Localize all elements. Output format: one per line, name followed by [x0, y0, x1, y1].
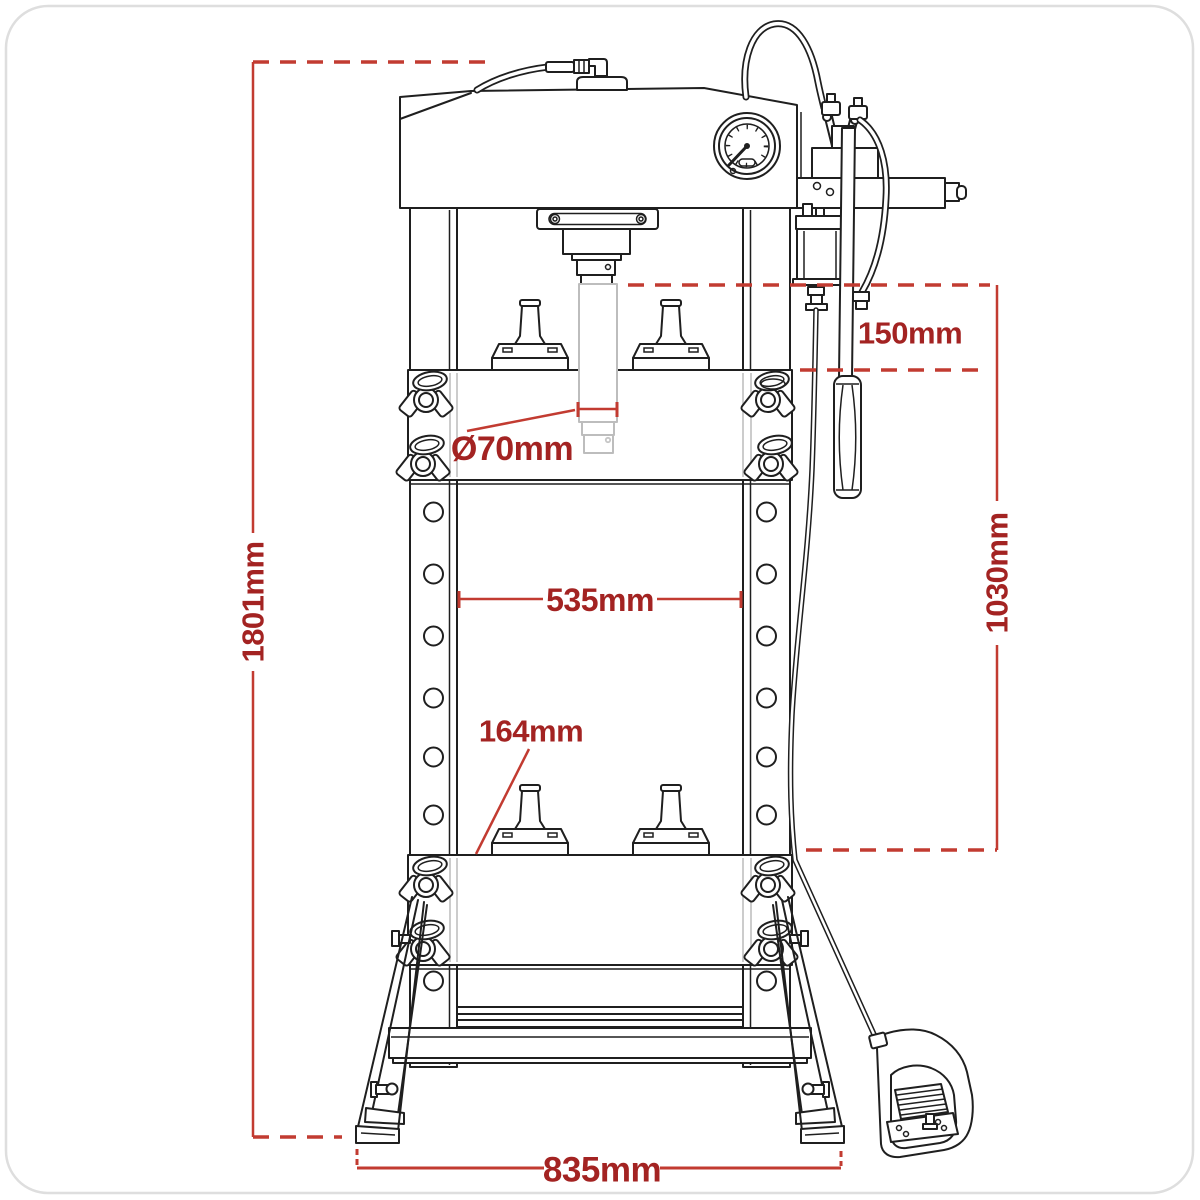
filler-elbow-icon — [588, 58, 608, 77]
pump-assembly — [792, 93, 967, 499]
cylinder-mount — [536, 208, 659, 285]
press-head — [399, 87, 802, 209]
column-holes — [423, 501, 777, 992]
dimension-working-height: 1030mm — [806, 285, 1015, 852]
dimension-label-internal-width: 535mm — [546, 582, 654, 618]
pump-handle-tube — [838, 127, 856, 379]
dimension-base-width: 835mm — [355, 1149, 843, 1190]
dimension-label-overall-height: 1801mm — [236, 541, 271, 662]
frame-border — [4, 4, 1195, 1195]
dimension-overall-height: 1801mm — [236, 60, 496, 1139]
dimension-label-base-width: 835mm — [543, 1151, 661, 1190]
left-leg — [355, 896, 428, 1144]
hydraulic-ram — [578, 283, 618, 454]
right-leg — [772, 896, 845, 1144]
dimension-internal-width: 535mm — [457, 582, 743, 618]
foot-pedal — [868, 1028, 974, 1159]
dimension-ram-diameter: Ø70mm — [451, 402, 619, 468]
gauge-ticks-icon — [725, 124, 769, 168]
oil-filler-cap — [576, 76, 628, 91]
loop-hose — [741, 20, 828, 112]
leg-bolt-icon — [801, 1081, 830, 1098]
leg-bolt-icon — [370, 1081, 399, 1098]
beam-slot-icon — [760, 378, 786, 390]
dimension-label-working-height: 1030mm — [980, 512, 1015, 633]
pedal-hose — [787, 307, 880, 1044]
pump-handle-grip — [833, 375, 862, 499]
pedal-treadle[interactable] — [894, 1083, 949, 1120]
pressure-gauge — [713, 112, 781, 180]
dimension-ram-stroke: 150mm — [628, 283, 990, 372]
dimension-label-ram-stroke: 150mm — [858, 316, 962, 351]
dimension-table-offset: 164mm — [474, 714, 584, 855]
filler-hose — [473, 58, 608, 94]
dimension-label-ram-diameter: Ø70mm — [451, 430, 573, 468]
pedal-hose-swivel-icon — [868, 1031, 889, 1050]
base-shelf — [388, 1006, 812, 1064]
dimension-label-table-offset: 164mm — [479, 714, 583, 749]
